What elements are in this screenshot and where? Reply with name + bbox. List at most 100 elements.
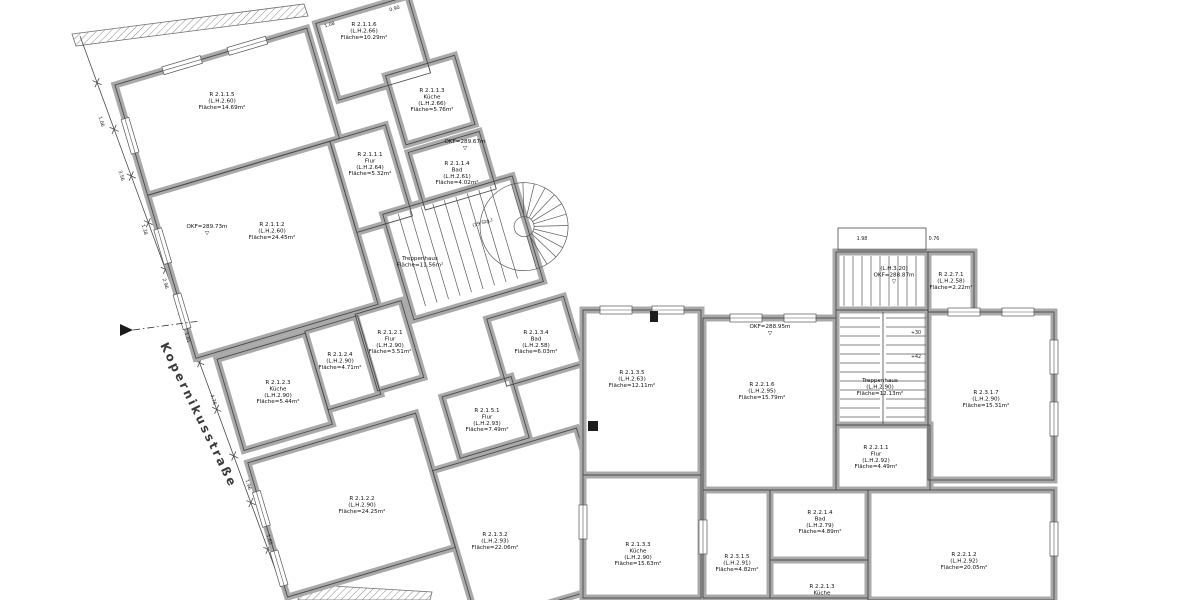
spiral-tread	[532, 231, 563, 248]
chimney-mark	[650, 311, 658, 322]
level-okf-289-67: OKF=289.67m▽	[445, 139, 486, 151]
boundary-tick	[246, 500, 256, 506]
room-label-r2135: R 2.1.3.5(L.H.2.63)Fläche=12.11m²	[609, 370, 656, 389]
dim-text: 2.96	[161, 278, 170, 290]
dim-text: 1.96	[244, 479, 253, 491]
room-outline-r2114	[407, 130, 497, 211]
spiral-tread	[522, 182, 525, 217]
room-outline-r2121	[354, 300, 425, 392]
boundary-tick	[229, 453, 239, 459]
spiral-tread	[533, 228, 567, 238]
dim-text: 3.56	[117, 170, 126, 182]
room-outline-r2213	[769, 559, 869, 599]
room-labels: R 2.1.1.5(L.H.2.60)Fläche=14.69m² R 2.1.1…	[187, 22, 1010, 596]
room-label-r2271: R 2.2.7.1(L.H.2.58)Fläche=2.22m²	[929, 272, 972, 291]
spiral-tread	[531, 233, 557, 258]
spiral-tread	[511, 184, 522, 218]
windows	[120, 35, 289, 588]
room-r2212	[864, 486, 1058, 600]
stair-tread	[466, 193, 495, 286]
room-outline-trepp1	[382, 175, 544, 321]
dim-text: 1.01	[183, 332, 192, 344]
dim-text: 4.76	[209, 394, 218, 406]
stair-tread	[397, 213, 426, 307]
rooms	[110, 0, 1058, 600]
dim-text: 0.76	[929, 236, 940, 242]
spiral-tread	[532, 203, 562, 222]
stair-tread	[409, 210, 438, 303]
room-outline-r2151	[441, 375, 530, 459]
room-outline-r2116	[315, 0, 432, 101]
dim-text: 1.08	[324, 21, 336, 30]
spiral-stair-icon	[479, 182, 569, 271]
window-midline	[256, 491, 267, 527]
room-r2216	[699, 314, 840, 494]
spiral-tread	[530, 194, 555, 220]
room-outline-r2113	[384, 54, 476, 146]
balcony-outline	[837, 227, 927, 251]
spiral-tread	[529, 234, 548, 265]
room-label-r2116: R 2.1.1.6(L.H.2.66)Fläche=10.29m²	[341, 22, 388, 41]
boundary-tick	[92, 80, 102, 86]
rotated-wing-decor	[120, 35, 569, 588]
room-label-r2216: R 2.2.1.6(L.H.2.95)Fläche=15.79m²	[739, 382, 786, 401]
entrance-arrow-line	[132, 320, 201, 331]
room-r2135	[579, 306, 705, 479]
entrance-arrow-icon	[120, 324, 133, 336]
dim-text: +42	[911, 354, 921, 360]
spiral-tread	[528, 187, 546, 219]
spiral-tread	[526, 236, 537, 269]
room-label-r2122: R 2.1.2.2(L.H.2.90)Fläche=24.25m²	[339, 496, 386, 515]
window-midline	[273, 550, 285, 586]
dim-text: +30	[911, 330, 921, 336]
dim-text: 1.85	[265, 534, 274, 546]
boundary-hatch-top	[71, 3, 309, 47]
room-label-r2112: R 2.1.1.2(L.H.2.60)Fläche=24.45m²	[249, 222, 296, 241]
room-outline-r2111	[329, 124, 413, 233]
spiral-tread	[526, 183, 535, 218]
window-midline	[176, 293, 188, 329]
dim-text: 1.98	[857, 236, 868, 242]
dim-text: 1.06	[97, 116, 106, 128]
dim-text: 0.90	[389, 5, 401, 14]
window-midline	[228, 39, 267, 52]
spiral-tread	[534, 225, 569, 227]
level-okf-288-95: OKF=288.95m▽	[750, 324, 791, 336]
windows	[578, 305, 1059, 557]
stair-treads-icon	[840, 256, 926, 424]
stair-tread	[420, 206, 449, 300]
stair-tread	[432, 203, 461, 296]
stair-tread	[443, 200, 472, 293]
ortho-wing	[579, 248, 1058, 600]
dim-text: 1.38	[140, 224, 149, 236]
window-midline	[124, 118, 136, 154]
room-outline-r2134	[486, 295, 584, 387]
room-label-r2212: R 2.2.1.2(L.H.2.92)Fläche=20.05m²	[941, 552, 988, 571]
window-midline	[157, 228, 169, 264]
ortho-wing-decor	[120, 227, 1059, 557]
room-label-trepp2: Treppenhaus(L.H.2.90)Fläche=12.13m²	[857, 378, 904, 397]
room-label-r2317: R 2.3.1.7(L.H.2.90)Fläche=15.31m²	[963, 390, 1010, 409]
room-outline-r2317	[927, 311, 1055, 481]
boundary-tick	[126, 173, 136, 179]
room-r2133	[579, 471, 705, 600]
boundary-tick	[211, 406, 222, 412]
room-trepp2up	[832, 248, 932, 314]
level-okf-289-73: OKF=289.73m▽	[187, 224, 228, 236]
stair-tread	[489, 186, 518, 279]
dimension-labels: 1.06 3.56 1.38 2.96 1.01 4.76 1.96 1.85 1.08 0.90…	[97, 5, 940, 546]
section-marker	[588, 421, 598, 431]
room-label-r2115: R 2.1.1.5(L.H.2.60)Fläche=14.69m²	[199, 92, 246, 111]
